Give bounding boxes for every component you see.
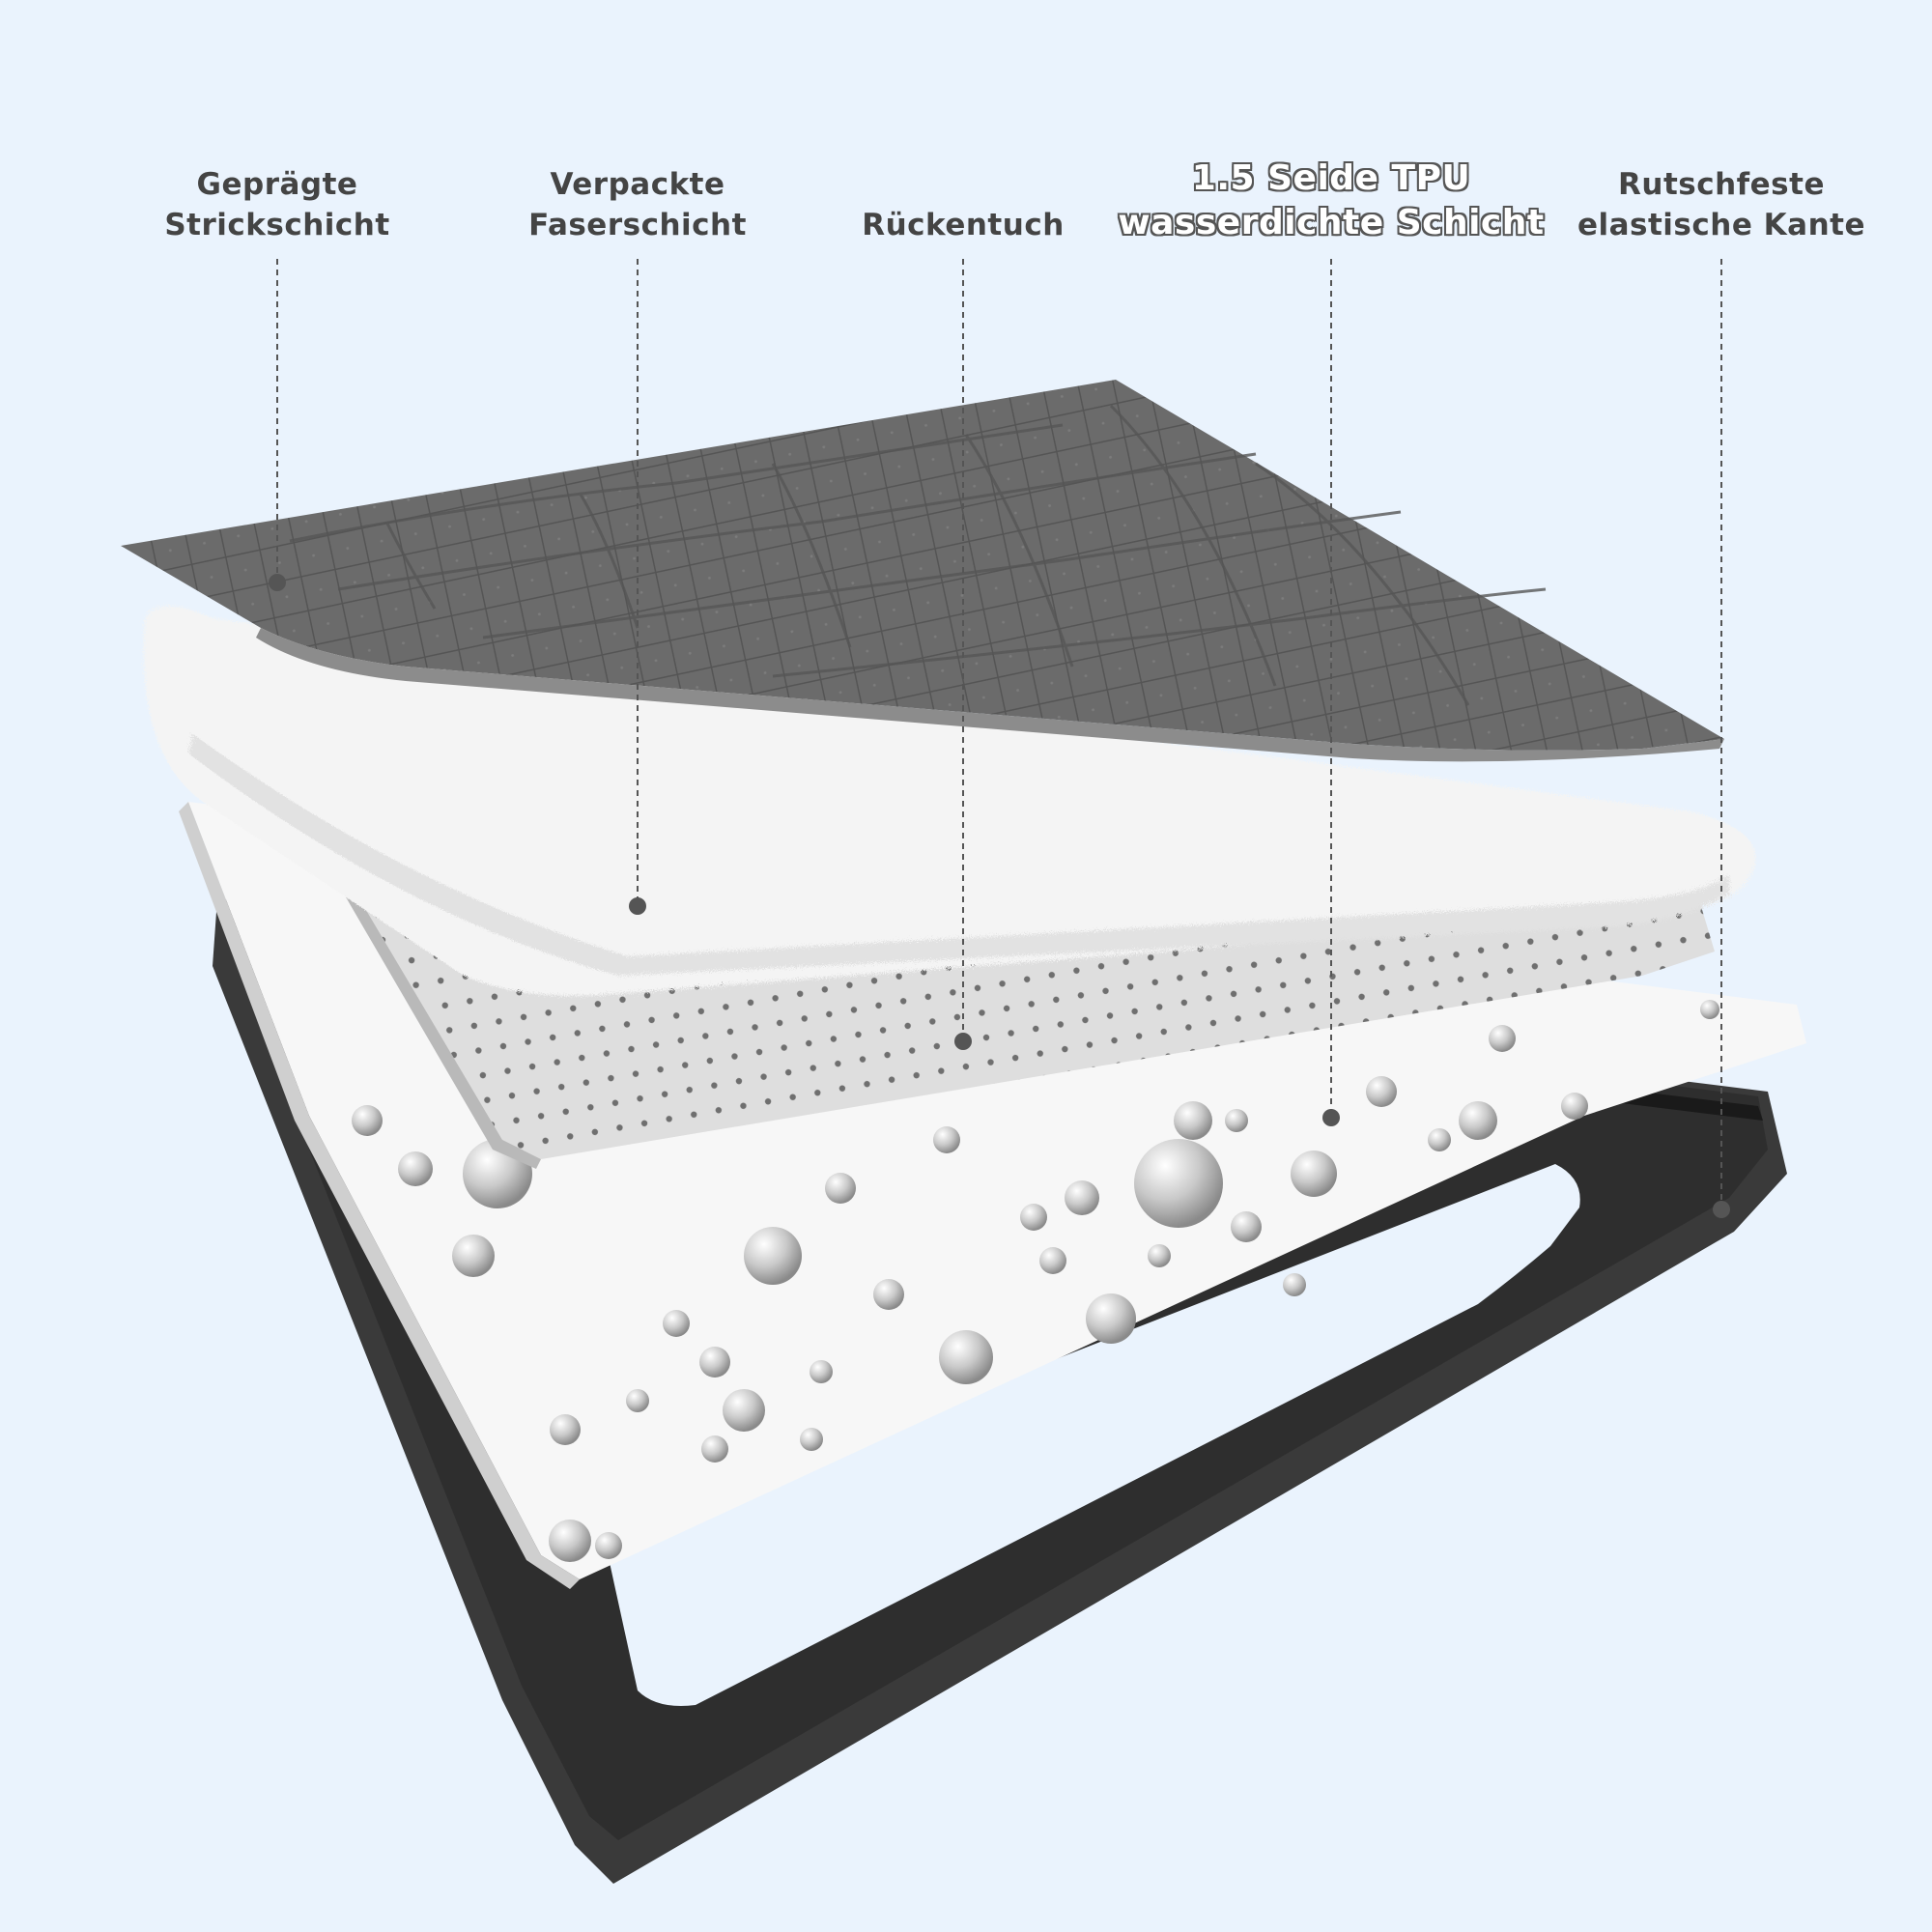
label-fiber-layer: Verpackte Faserschicht (464, 164, 811, 245)
label-edge-line-1: Rutschfeste (1618, 167, 1825, 202)
label-tpu-line-1: 1.5 Seide TPU (1191, 158, 1471, 198)
label-tpu-layer: 1.5 Seide TPU wasserdichte Schicht (1109, 156, 1553, 245)
label-fiber-line-1: Verpackte (550, 167, 725, 202)
label-edge-layer: Rutschfeste elastische Kante (1548, 164, 1895, 245)
label-fiber-line-2: Faserschicht (528, 208, 747, 242)
knit-layer-shape (121, 380, 1724, 762)
label-knit-line-1: Geprägte (196, 167, 358, 202)
label-backing-layer: Rückentuch (789, 205, 1137, 245)
leader-dots (269, 574, 1730, 1218)
water-droplets (352, 1000, 1719, 1562)
leader-lines (276, 259, 1722, 1208)
fiber-layer-shape (143, 606, 1756, 996)
label-tpu-line-2: wasserdichte Schicht (1118, 203, 1545, 242)
label-edge-line-2: elastische Kante (1577, 208, 1866, 242)
label-knit-line-2: Strickschicht (164, 208, 390, 242)
label-knit-layer: Geprägte Strickschicht (103, 164, 451, 245)
label-backing-line-1: Rückentuch (862, 208, 1065, 242)
